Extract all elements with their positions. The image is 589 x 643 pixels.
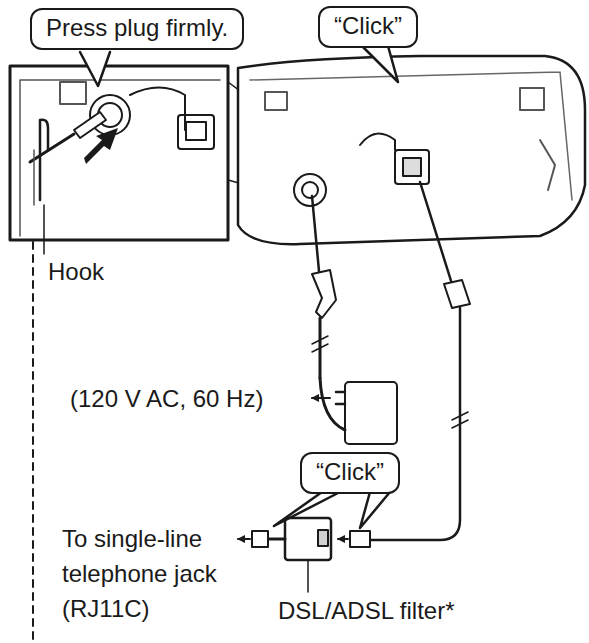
callout-text: “Click”: [316, 457, 384, 487]
callout-text: Press plug firmly.: [46, 13, 228, 43]
jack-label: To single-line telephone jack (RJ11C): [62, 522, 234, 626]
callout-bubble: “Click”: [318, 6, 418, 48]
callout-bubble: Press plug firmly.: [30, 8, 244, 50]
part-label: DSL/ADSL filter*: [278, 596, 455, 626]
callout-text: “Click”: [334, 11, 402, 41]
callout-bubble: “Click”: [300, 452, 400, 494]
power-spec-label: (120 V AC, 60 Hz): [70, 384, 263, 414]
part-label: Hook: [48, 257, 104, 287]
